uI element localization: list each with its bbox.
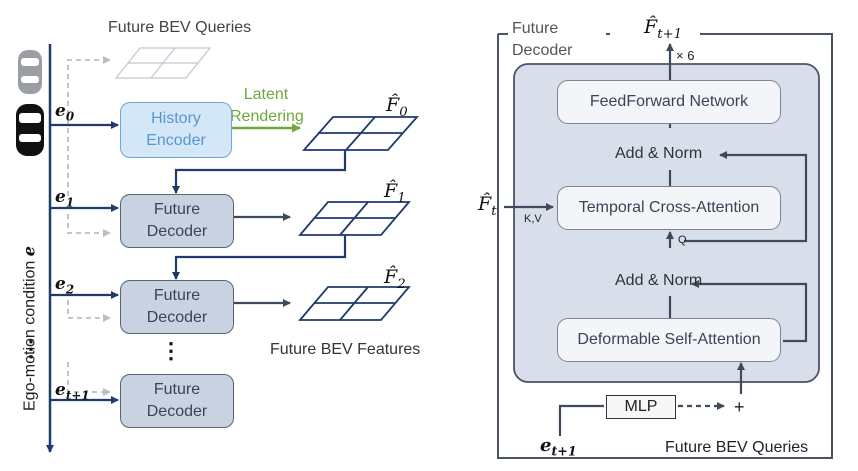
temporal-cross-attention-box: Temporal Cross-Attention [557, 186, 781, 230]
bev-feature-grid-0 [302, 116, 419, 151]
ego-motion-axis-label: Ego-motion condition e [19, 224, 39, 434]
decoder-output-arrows [234, 213, 291, 307]
e1-label: e1 [55, 187, 75, 210]
future-bev-queries-label: Future BEV Queries [108, 19, 252, 36]
plus-sign: + [734, 397, 745, 417]
latent-rendering-line-2: Rendering [230, 108, 304, 125]
black-car-icon [16, 104, 44, 156]
add-norm-label-2: Add & Norm [615, 272, 703, 289]
latent-rendering-label: Latent Rendering [230, 84, 304, 128]
history-encoder-box: History Encoder [120, 102, 232, 158]
future-decoder-title: Future Decoder [508, 18, 606, 62]
future-bev-features-label: Future BEV Features [270, 341, 421, 358]
right-et1-label: et+1 [540, 435, 577, 459]
future-decoder-box-3: Future Decoder [120, 374, 234, 428]
kv-label: K,V [524, 213, 542, 225]
bev-queries-grid [114, 47, 212, 79]
ego-motion-axis-symbol: e [19, 246, 39, 257]
input-feature-label: F̂t [478, 193, 497, 219]
future-decoder-box-1: Future Decoder [120, 194, 234, 248]
q-label: Q [678, 234, 687, 246]
ego-motion-axis-text: Ego-motion condition [21, 260, 39, 411]
latent-rendering-line-1: Latent [243, 86, 289, 103]
feature-label-0: F̂0 [386, 94, 408, 120]
feature-feed-arrows [172, 150, 347, 280]
bev-feature-grid-2 [298, 286, 411, 321]
gray-car-icon [18, 50, 42, 94]
deformable-self-attention-box: Deformable Self-Attention [557, 318, 781, 362]
add-norm-label-1: Add & Norm [615, 145, 703, 162]
ego-arrows [50, 121, 119, 404]
query-dashed-lines [67, 56, 111, 396]
mlp-box: MLP [606, 395, 676, 419]
et1-label: et+1 [55, 380, 90, 403]
output-feature-label: F̂t+1 [640, 18, 687, 42]
axis-vdots: ⋮ [20, 336, 42, 361]
bev-feature-grid-1 [298, 201, 411, 236]
e2-label: e2 [55, 274, 75, 297]
feedforward-network-box: FeedForward Network [557, 80, 781, 124]
feature-label-1: F̂1 [384, 180, 406, 206]
decoder-vdots: ⋮ [160, 338, 182, 363]
repeat-count-label: × 6 [676, 48, 695, 63]
right-bev-queries-label: Future BEV Queries [662, 440, 812, 456]
e0-label: e0 [55, 101, 75, 124]
future-decoder-box-2: Future Decoder [120, 280, 234, 334]
feature-label-2: F̂2 [384, 266, 406, 292]
